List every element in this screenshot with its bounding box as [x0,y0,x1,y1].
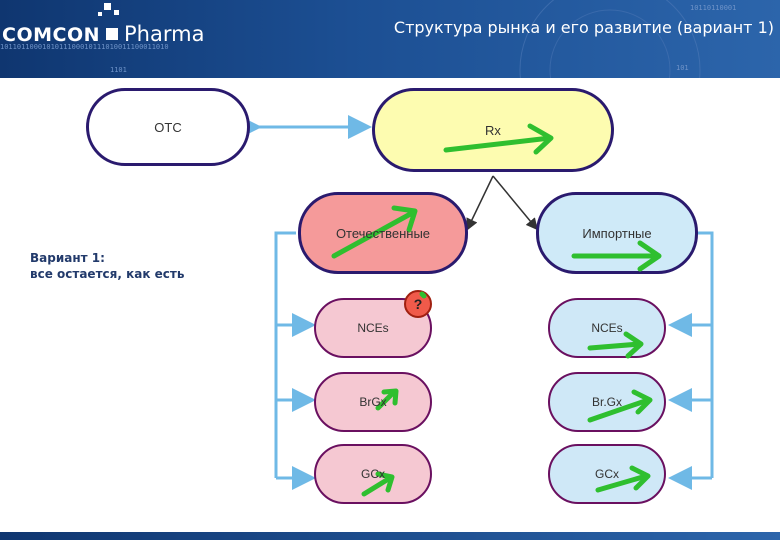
gcx-right-label: GCx [595,467,619,481]
nces-right-trend-arrow-icon [587,331,644,359]
binary-decoration: 1101 [110,66,127,74]
gcx-left-node: GCx [314,444,432,504]
domestic-node: Отечественные [298,192,468,274]
binary-decoration: 1011011000101011100010111010011100011010 [0,43,169,51]
imported-node: Импортные [536,192,698,274]
rx-domestic-arrow [466,175,494,231]
domestic-label: Отечественные [335,225,431,241]
gcx-right-trend-arrow-icon [595,465,651,493]
variant-description: все остается, как есть [30,267,185,281]
right-bracket [698,231,714,478]
gcx-left-trend-arrow-icon [361,471,395,497]
binary-decoration: 101 [676,64,689,72]
rx-trend-arrow-icon [443,123,554,155]
header-decoration [98,0,701,78]
company-logo: COMCON Pharma [2,22,262,52]
nces-left-label: NCEs [357,321,389,335]
variant-annotation: Вариант 1: все остается, как есть [30,250,184,282]
logo-square-icon [106,28,118,40]
header-banner: 1011011000101011100010111010011100011010… [0,0,780,78]
brgx-right-trend-arrow-icon [587,389,653,423]
otc-node: OTC [86,88,250,166]
logo-suffix: Pharma [124,22,205,46]
domestic-trend-arrow-icon [331,205,418,259]
gcx-left-label: GCx [361,467,385,481]
question-badge: ? [404,290,432,318]
nces-right-label: NCEs [591,321,623,335]
brgx-left-node: BrGx [314,372,432,432]
brgx-right-label: Br.Gx [591,395,622,409]
page-title: Структура рынка и его развитие (вариант … [393,18,774,37]
otc-label: OTC [154,119,182,135]
rx-label: Rx [485,122,501,138]
footer-bar [0,532,780,540]
binary-decoration: 10110110001 [690,4,737,12]
rx-node: Rx [372,88,614,172]
nces-left-trend-arrow-icon [419,291,427,299]
variant-title: Вариант 1: [30,251,105,265]
brgx-left-label: BrGx [359,395,387,409]
brgx-left-trend-arrow-icon [375,388,399,411]
left-bracket [274,231,296,478]
imported-label: Импортные [582,225,652,241]
imported-trend-arrow-icon [571,240,662,272]
rx-imported-arrow [492,175,538,231]
logo-wordmark: COMCON [2,24,100,46]
